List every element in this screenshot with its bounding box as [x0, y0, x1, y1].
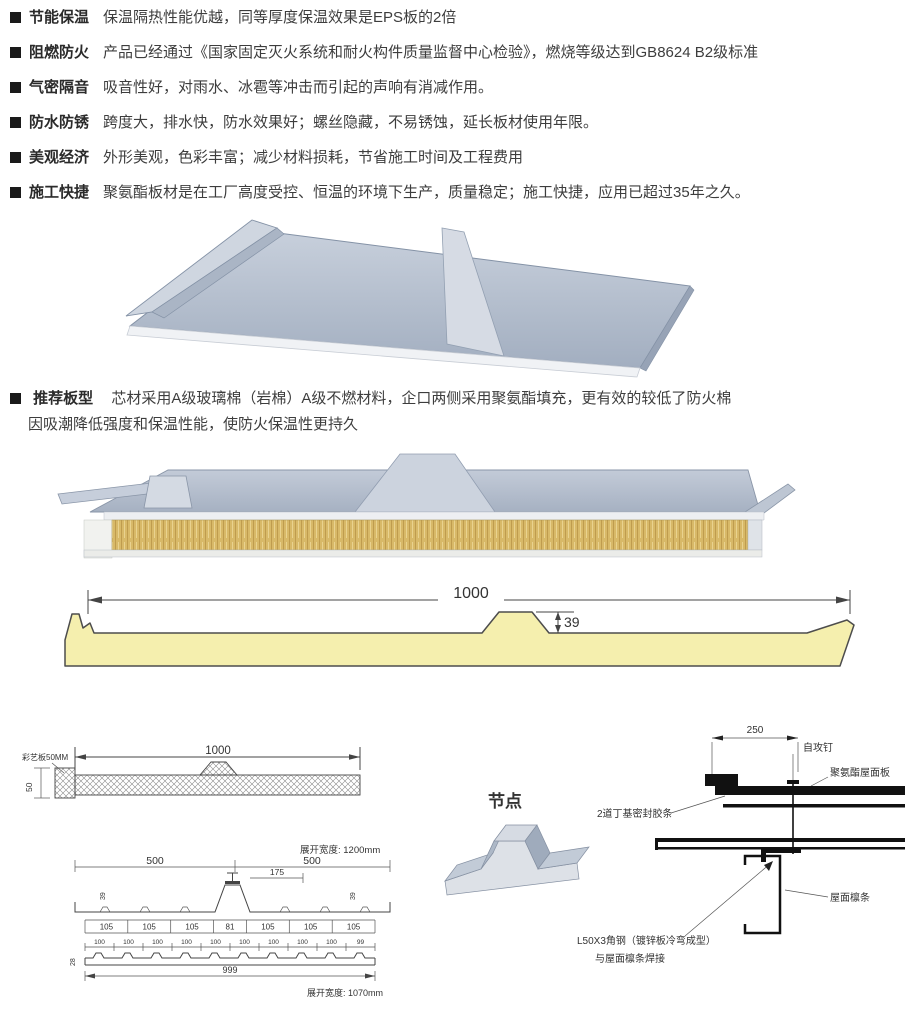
node-title: 节点 [488, 791, 522, 811]
feature-row: 气密隔音 吸音性好，对雨水、冰雹等冲击而引起的声响有消减作用。 [10, 77, 910, 98]
bullet-square-icon [10, 152, 21, 163]
screw-label: 自攻钉 [803, 741, 833, 754]
recommend-text-line1: 芯材采用A级玻璃棉（岩棉）A级不燃材料，企口两侧采用聚氨酯填充，更有效的较低了防… [111, 390, 732, 407]
bullet-square-icon [10, 187, 21, 198]
recommend-section: 推荐板型 芯材采用A级玻璃棉（岩棉）A级不燃材料，企口两侧采用聚氨酯填充，更有效… [10, 386, 900, 438]
sealant-label: 2道丁基密封胶条 [597, 807, 673, 820]
feature-label: 施工快捷 [29, 184, 90, 201]
panel-label: 聚氨酯屋面板 [830, 766, 890, 779]
dim-28-label: 28 [70, 958, 77, 966]
dim-999-label: 999 [222, 965, 237, 975]
dim-1000-label: 1000 [205, 745, 231, 757]
feature-row: 阻燃防火 产品已经通过《国家固定灭火系统和耐火构件质量监督中心检验》，燃烧等级达… [10, 42, 910, 63]
hundred-dim: 100 [181, 939, 192, 946]
feature-label: 阻燃防火 [29, 44, 90, 61]
dim-39-label: 39 [564, 614, 580, 630]
dim-1000-label: 1000 [453, 585, 489, 602]
screw-plate [225, 881, 240, 884]
feature-row: 防水防锈 跨度大，排水快，防水效果好；螺丝隐藏，不易锈蚀，延长板材使用年限。 [10, 112, 910, 133]
cell-dim: 105 [143, 923, 157, 932]
feature-label: 防水防锈 [29, 114, 90, 131]
roof-panel-section [705, 774, 905, 795]
feature-row: 施工快捷 聚氨酯板材是在工厂高度受控、恒温的环境下生产，质量稳定；施工快捷，应用… [10, 182, 910, 203]
panel-sheet [125, 219, 695, 378]
cells-chain [84, 919, 376, 934]
section-panel [57, 453, 796, 559]
dim-500-right: 500 [303, 855, 321, 867]
width-dimension [74, 747, 361, 770]
dim-175 [250, 873, 304, 883]
feature-label: 美观经济 [29, 149, 90, 166]
feature-text: 跨度大，排水快，防水效果好；螺丝隐藏，不易锈蚀，延长板材使用年限。 [103, 114, 599, 131]
height-dimension [34, 767, 50, 799]
panel-cross-section-render [57, 453, 796, 559]
feature-row: 美观经济 外形美观，色彩丰富；减少材料损耗，节省施工时间及工程费用 [10, 147, 910, 168]
section-drawing-left: 彩艺板50MM 1000 50 展开宽度: 1200mm [22, 745, 380, 856]
dim-250 [711, 737, 799, 780]
hundred-dim: 100 [152, 939, 163, 946]
cell-dim: 105 [185, 923, 199, 932]
angle-label-line2: 与屋面檩条焊接 [595, 952, 665, 965]
feature-text: 外形美观，色彩丰富；减少材料损耗，节省施工时间及工程费用 [103, 149, 524, 166]
lower-profile [84, 952, 376, 966]
dim-250-label: 250 [747, 725, 764, 736]
cell-dim: 105 [261, 923, 275, 932]
node-detail: 节点 [444, 791, 590, 896]
features-list: 节能保温 保温隔热性能优越，同等厚度保温效果是EPS板的2倍 阻燃防火 产品已经… [10, 7, 910, 203]
angle-label-line1: L50X3角钢（镀锌板冷弯成型） [577, 934, 716, 947]
bullet-square-icon [10, 12, 21, 23]
purlin-c-channel [743, 854, 782, 935]
hatched-profile [54, 761, 361, 799]
cell-dim: 105 [100, 923, 114, 932]
hundred-dim: 100 [210, 939, 221, 946]
profile-dimension-drawing: 1000 39 [64, 583, 855, 667]
feature-text: 吸音性好，对雨水、冰雹等冲击而引起的声响有消减作用。 [103, 79, 494, 96]
hundreds-chain [84, 943, 376, 951]
hundred-dim: 100 [297, 939, 308, 946]
recommend-label: 推荐板型 [33, 390, 94, 407]
cell-dim: 105 [304, 923, 318, 932]
dim-175-label: 175 [270, 867, 284, 877]
dim-39-right: 39 [350, 892, 357, 900]
hundred-dim: 100 [268, 939, 279, 946]
upper-profile [74, 872, 391, 913]
cell-dim: 105 [347, 923, 361, 932]
hundred-dim: 100 [239, 939, 250, 946]
installation-detail-drawing: 250 自攻钉 聚氨酯屋面板 2道丁基密封胶条 屋面檩条 L50X3角钢（镀锌板… [577, 725, 905, 965]
expand-width-note: 展开宽度: 1070mm [307, 987, 383, 998]
roof-panel-3d-render [125, 219, 695, 378]
panel-profile-shape [64, 611, 855, 667]
bullet-square-icon [10, 47, 21, 58]
dim-50-label: 50 [24, 782, 34, 792]
cell-dim: 81 [226, 923, 235, 932]
feature-text: 产品已经通过《国家固定灭火系统和耐火构件质量监督中心检验》，燃烧等级达到GB86… [103, 44, 759, 61]
recommend-text-line2: 因吸潮降低强度和保温性能，使防火保温性更持久 [28, 416, 359, 433]
feature-label: 节能保温 [29, 9, 90, 26]
expand-width-note: 展开宽度: 1200mm [300, 844, 380, 856]
rockwool-core [111, 519, 749, 551]
hundred-dim: 100 [123, 939, 134, 946]
hundred-dim: 100 [326, 939, 337, 946]
section-drawing-mid: 500 500 175 39 39 105 105 105 81 105 105… [70, 855, 391, 998]
feature-row: 节能保温 保温隔热性能优越，同等厚度保温效果是EPS板的2倍 [10, 7, 910, 28]
feature-label: 气密隔音 [29, 79, 90, 96]
angle-steel [761, 848, 801, 862]
bullet-square-icon [10, 82, 21, 93]
dim-39-left: 39 [100, 892, 107, 900]
dim-500-chain [74, 860, 391, 872]
feature-text: 保温隔热性能优越，同等厚度保温效果是EPS板的2倍 [103, 9, 457, 26]
screw-head [787, 780, 799, 784]
hundred-dim: 100 [94, 939, 105, 946]
bullet-square-icon [10, 117, 21, 128]
purlin-label: 屋面檩条 [830, 891, 870, 904]
bullet-square-icon [10, 393, 21, 404]
hundred-dim: 99 [357, 939, 365, 946]
dim-500-left: 500 [146, 855, 164, 867]
feature-text: 聚氨酯板材是在工厂高度受控、恒温的环境下生产，质量稳定；施工快捷，应用已超过35… [103, 184, 750, 201]
node-joint-render [444, 824, 590, 896]
board-note-label: 彩艺板50MM [22, 752, 69, 762]
